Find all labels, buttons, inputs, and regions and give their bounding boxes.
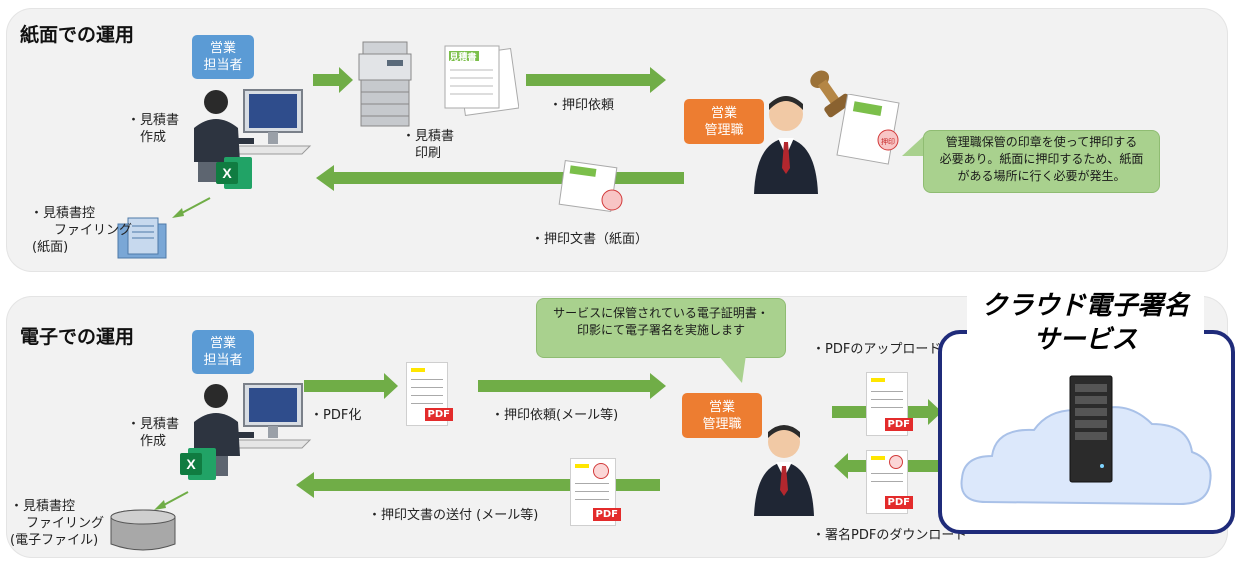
cloud-service-title-line1: クラウド電子署名 (981, 291, 1190, 321)
electronic-filing-line1: ・見積書控 (10, 499, 76, 514)
paper-excel-letter: X (222, 165, 232, 181)
electronic-manager-line1: 営業 (708, 399, 735, 415)
pdf-conversion-label: ・PDF化 (310, 408, 362, 423)
paper-callout-line3: がある場所に行く必要が発生。 (957, 169, 1126, 183)
filing-arrow-paper (172, 197, 211, 218)
printer-icon (358, 41, 412, 127)
quote-doc-header-text: 見積書 (448, 51, 476, 62)
paper-sales-rep-box: 営業 担当者 (192, 35, 254, 79)
paper-manager-box: 営業 管理職 (684, 99, 764, 144)
paper-create-quote-line2: 作成 (140, 130, 167, 145)
print-quote-line2: 印刷 (415, 146, 442, 161)
paper-create-quote-label: ・見積書 作成 (127, 112, 179, 146)
send-stamped-label: ・押印文書の送付 (メール等) (368, 508, 539, 523)
paper-callout-tail (902, 134, 926, 156)
electronic-excel-letter: X (186, 456, 196, 472)
stamped-pdf-tag: PDF (592, 508, 621, 521)
upload-pdf-tag: PDF (884, 418, 913, 431)
electronic-manager-figure (754, 425, 814, 516)
office-worker-illustration (194, 89, 312, 182)
electronic-create-quote-line1: ・見積書 (127, 417, 180, 432)
paper-filing-line2: ファイリング (54, 223, 133, 238)
server-icon (1069, 375, 1113, 483)
cloud-service-title-line2: サービス (1033, 325, 1138, 355)
stamped-pdf-document-icon: PDF (570, 458, 621, 526)
paper-filing-label: ・見積書控 ファイリング (紙面) (30, 205, 132, 256)
paper-manager-line2: 管理職 (704, 122, 744, 138)
paper-create-quote-line1: ・見積書 (127, 113, 180, 128)
electronic-callout-line1: サービスに保管されている電子証明書・ (553, 306, 769, 320)
electronic-stamp-request-label: ・押印依頼(メール等) (491, 408, 619, 423)
paper-callout-line2: 必要あり。紙面に押印するため、紙面 (939, 152, 1144, 166)
paper-stamp-request-label: ・押印依頼 (549, 98, 615, 113)
stamp-icon (810, 70, 852, 118)
pdf-tag: PDF (424, 408, 453, 421)
stamped-quote-doc-icon: 押印 (836, 94, 900, 165)
electronic-sales-rep-line1: 営業 (209, 336, 236, 351)
paper-callout-line1: 管理職保管の印章を使って押印する (945, 135, 1138, 149)
electronic-sales-rep-box: 営業 担当者 (192, 330, 254, 374)
electronic-filing-line2: ファイリング (26, 516, 105, 531)
database-icon (110, 509, 176, 551)
download-pdf-icon: PDF (866, 450, 913, 514)
returned-stamped-doc-icon (558, 160, 623, 212)
electronic-callout: サービスに保管されている電子証明書・ 印影にて電子署名を実施します (536, 298, 786, 358)
print-quote-label: ・見積書 印刷 (402, 128, 454, 162)
paper-filing-line3: (紙面) (32, 240, 69, 255)
electronic-sales-rep-line2: 担当者 (203, 353, 243, 368)
electronic-create-quote-line2: 作成 (140, 434, 167, 449)
quote-documents-icon: 見積書 (444, 45, 519, 116)
paper-filing-line1: ・見積書控 (30, 206, 96, 221)
electronic-filing-label: ・見積書控 ファイリング (電子ファイル) (10, 498, 104, 549)
paper-manager-figure (754, 96, 818, 194)
paper-stamped-doc-label: ・押印文書（紙面） (531, 232, 649, 247)
paper-callout: 管理職保管の印章を使って押印する 必要あり。紙面に押印するため、紙面 がある場所… (923, 130, 1160, 193)
paper-panel-title: 紙面での運用 (20, 24, 135, 46)
electronic-callout-tail (718, 355, 746, 383)
office-worker-illustration-electronic (194, 383, 312, 476)
electronic-filing-line3: (電子ファイル) (10, 533, 99, 548)
upload-pdf-icon: PDF (866, 372, 913, 436)
electronic-manager-box: 営業 管理職 (682, 393, 762, 438)
electronic-create-quote-label: ・見積書 作成 (127, 416, 179, 450)
electronic-panel-title: 電子での運用 (20, 326, 135, 348)
electronic-excel-icon: X (180, 448, 216, 480)
binder-icon (117, 217, 167, 259)
cloud-service-title: クラウド電子署名 サービス (967, 284, 1204, 364)
paper-sales-rep-line2: 担当者 (203, 58, 243, 73)
filing-arrow-electronic (154, 491, 189, 510)
doc-stamp-mark: 押印 (881, 137, 895, 146)
electronic-manager-line2: 管理職 (702, 416, 742, 432)
paper-manager-line1: 営業 (710, 105, 737, 121)
pdf-document-icon: PDF (406, 362, 453, 426)
paper-sales-rep-line1: 営業 (209, 41, 236, 56)
print-quote-line1: ・見積書 (402, 129, 455, 144)
paper-excel-icon: X (216, 157, 252, 189)
download-label: ・署名PDFのダウンロード (812, 528, 968, 543)
upload-label: ・PDFのアップロード (812, 342, 942, 357)
download-pdf-tag: PDF (884, 496, 913, 509)
electronic-callout-line2: 印影にて電子署名を実施します (576, 323, 745, 337)
